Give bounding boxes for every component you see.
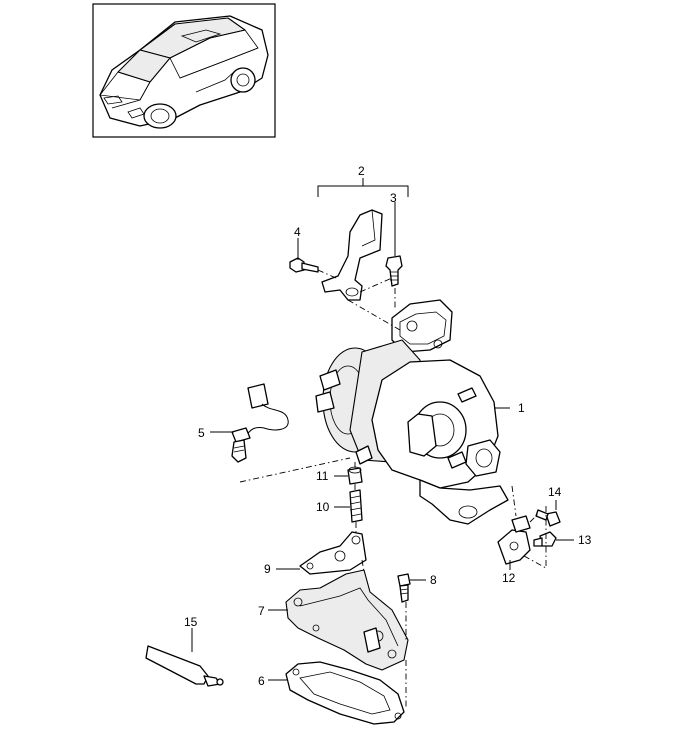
callout-5: 5 (198, 426, 205, 440)
callouts: 1 2 3 4 5 6 7 8 9 10 11 12 13 14 15 (184, 164, 592, 688)
callout-2: 2 (358, 164, 365, 178)
callout-14: 14 (548, 485, 562, 499)
callout-3: 3 (390, 191, 397, 205)
callout-1: 1 (518, 401, 525, 415)
assembly-lines (239, 269, 547, 708)
callout-15: 15 (184, 615, 198, 629)
callout-8: 8 (430, 573, 437, 587)
part-6-gasket (285, 661, 405, 725)
part-14-bolt (535, 509, 561, 527)
callout-9: 9 (264, 562, 271, 576)
part-11-nut (347, 466, 363, 485)
callout-10: 10 (316, 500, 330, 514)
part-1-turbocharger (315, 299, 509, 525)
vehicle-thumbnail (92, 3, 276, 138)
callout-12: 12 (502, 571, 516, 585)
callout-4: 4 (294, 225, 301, 239)
part-9-gasket (299, 531, 367, 575)
part-15-sealant-tube (145, 645, 224, 687)
vehicle-overview-icon (99, 15, 269, 129)
part-12-bracket (497, 515, 531, 565)
callout-11: 11 (316, 469, 329, 483)
part-5-sensor (231, 383, 289, 463)
part-10-stud (349, 489, 363, 523)
callout-13: 13 (578, 533, 592, 547)
part-4-bolt (289, 257, 319, 273)
callout-6: 6 (258, 674, 265, 688)
callout-7: 7 (258, 604, 265, 618)
part-8-bolt (397, 573, 411, 603)
leader-lines (191, 178, 574, 681)
part-13-bolt (533, 531, 557, 547)
part-2-bracket (321, 209, 383, 301)
part-7-support-bracket (285, 569, 409, 671)
part-3-stud-bolt (385, 255, 403, 287)
